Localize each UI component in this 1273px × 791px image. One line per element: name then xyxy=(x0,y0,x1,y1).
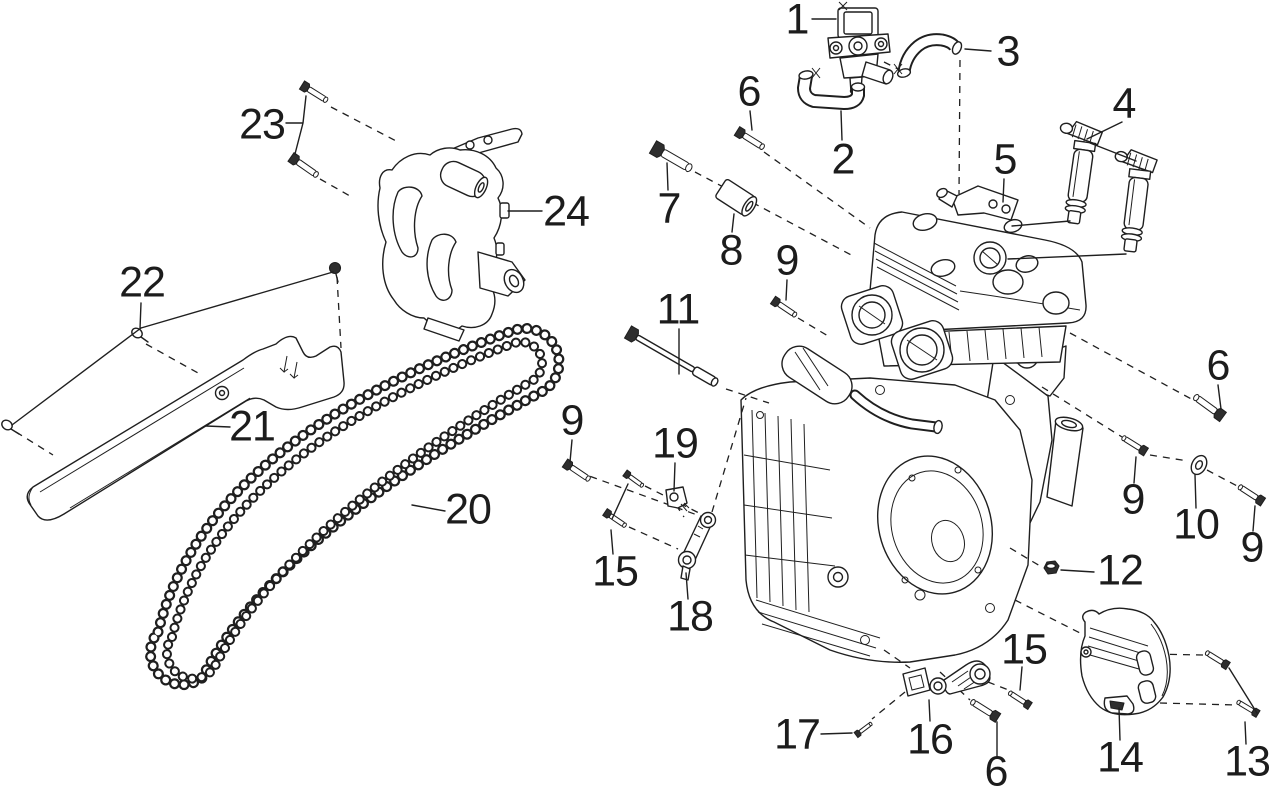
part-6-bolt-top xyxy=(733,126,767,153)
part-1-water-valve xyxy=(827,1,894,95)
leader-lines xyxy=(11,18,1258,758)
part-13-bolts xyxy=(1203,648,1261,718)
part-16-mount-link xyxy=(902,660,991,697)
part-21-chain-guard xyxy=(26,335,345,521)
part-10-washer xyxy=(1190,454,1208,476)
part-9-bolt-farright xyxy=(1235,482,1266,507)
part-24-sprocket-cover xyxy=(377,127,526,342)
part-14-side-cover xyxy=(1079,607,1171,716)
part-9-bolt-upper xyxy=(770,295,799,320)
part-17-bolt xyxy=(853,720,874,738)
part-9-bolt-midleft xyxy=(561,458,593,484)
part-5-water-outlet xyxy=(936,185,1019,221)
part-8-spacer xyxy=(715,178,758,217)
part-11-long-bolt xyxy=(623,325,719,387)
part-4-ignition-coils xyxy=(1059,120,1158,253)
part-23-bolts xyxy=(287,80,331,181)
part-18-lever xyxy=(677,511,717,581)
part-2-coolant-hose xyxy=(796,67,866,111)
part-12-nut xyxy=(1043,560,1060,575)
part-7-bolt xyxy=(648,140,696,176)
part-15-bolts-mid xyxy=(602,469,646,530)
part-6-bolt-bottom xyxy=(968,696,1002,723)
engine-assembly xyxy=(740,211,1087,663)
part-3-coolant-hose xyxy=(893,33,963,78)
part-9-bolt-right xyxy=(1119,433,1149,457)
part-22-screws xyxy=(1,261,342,435)
part-20-drive-chain xyxy=(144,323,565,691)
part-19-clip xyxy=(665,486,690,512)
part-15-bolt-bottom xyxy=(1006,688,1033,710)
